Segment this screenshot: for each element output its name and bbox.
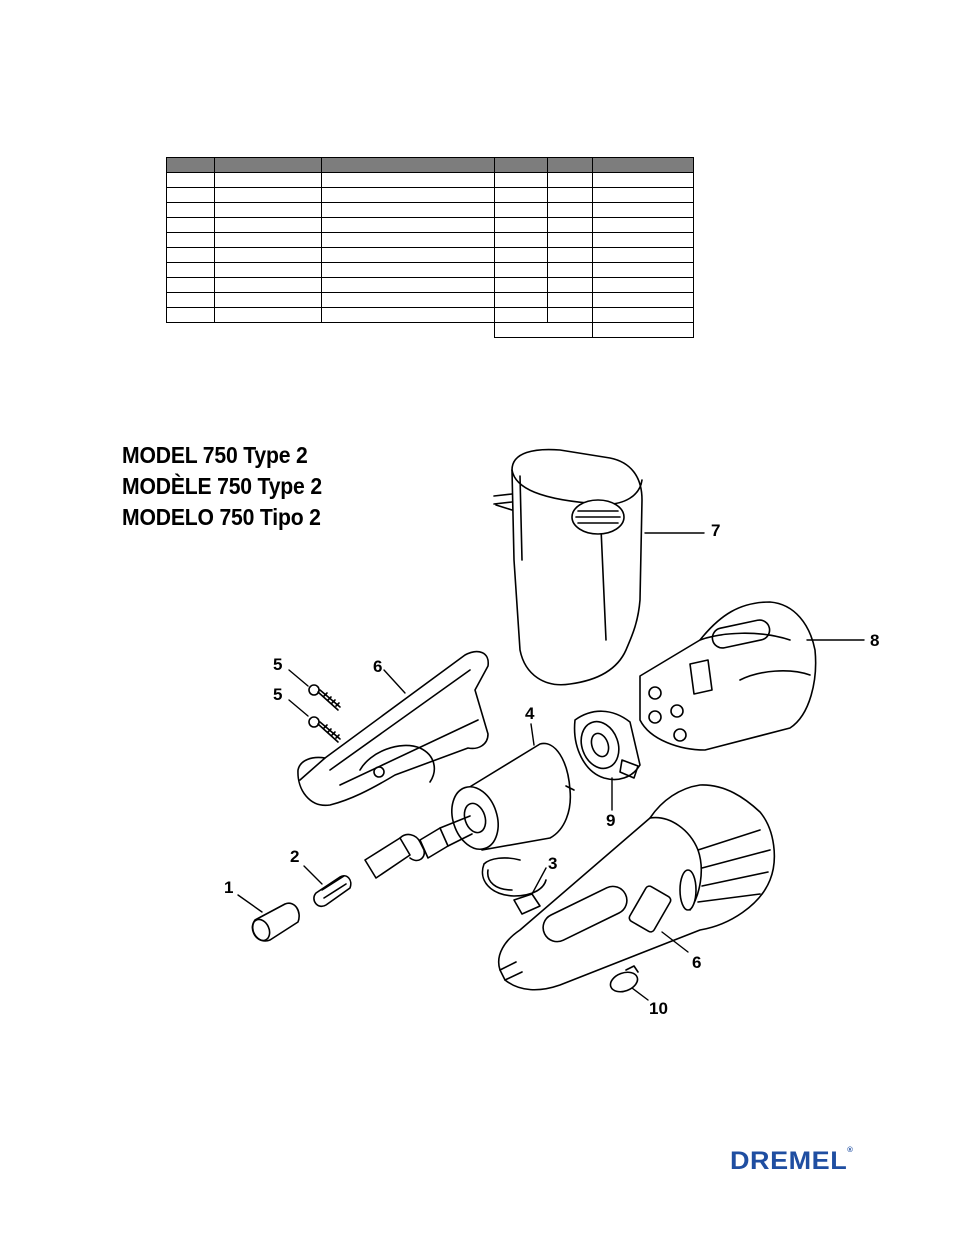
callout-4: 4 xyxy=(525,704,535,723)
table-row xyxy=(166,247,694,263)
motor-illustration xyxy=(451,723,575,851)
collet-nut-illustration xyxy=(237,894,300,942)
tool-body-illustration xyxy=(498,784,776,991)
table-header-row xyxy=(166,157,694,173)
callout-1: 1 xyxy=(224,878,234,897)
screws-illustration xyxy=(288,669,341,743)
battery-illustration xyxy=(639,601,865,751)
callout-5a: 5 xyxy=(273,655,283,674)
callout-10: 10 xyxy=(649,999,668,1018)
button-illustration xyxy=(609,965,649,1001)
table-row xyxy=(166,292,694,308)
callout-9: 9 xyxy=(606,811,616,830)
end-cap-illustration xyxy=(573,710,641,811)
table-header-cell xyxy=(494,157,548,173)
charger-illustration xyxy=(493,448,705,686)
dremel-logo: DREMEL® xyxy=(730,1147,853,1176)
callout-7: 7 xyxy=(711,521,721,540)
title-english: MODEL 750 Type 2 xyxy=(122,442,308,468)
clip-illustration xyxy=(481,857,547,915)
table-row xyxy=(166,232,694,248)
table-row xyxy=(166,262,694,278)
table-row xyxy=(166,202,694,218)
title-french: MODÈLE 750 Type 2 xyxy=(122,473,322,499)
parts-table xyxy=(166,157,694,338)
table-header-cell xyxy=(166,157,215,173)
table-row xyxy=(166,277,694,293)
table-header-cell xyxy=(214,157,322,173)
callout-6a: 6 xyxy=(373,657,383,676)
callout-8: 8 xyxy=(870,631,880,650)
table-total-row xyxy=(167,322,694,338)
table-header-cell xyxy=(592,157,694,173)
registered-mark: ® xyxy=(847,1147,854,1154)
callout-2: 2 xyxy=(290,847,300,866)
total-value-cell xyxy=(592,322,694,338)
table-row xyxy=(166,187,694,203)
shaft-illustration xyxy=(364,815,473,879)
logo-text: DREMEL xyxy=(730,1147,848,1175)
callout-3: 3 xyxy=(548,854,558,873)
table-row xyxy=(166,172,694,188)
table-header-cell xyxy=(321,157,495,173)
callout-6b: 6 xyxy=(692,953,702,972)
title-spanish: MODELO 750 Tipo 2 xyxy=(122,504,321,530)
table-header-cell xyxy=(547,157,593,173)
model-titles: MODEL 750 Type 2 MODÈLE 750 Type 2 MODEL… xyxy=(122,440,339,533)
table-row xyxy=(166,217,694,233)
housing-half-illustration xyxy=(297,650,489,806)
collet-illustration xyxy=(303,865,352,908)
callout-5b: 5 xyxy=(273,685,283,704)
